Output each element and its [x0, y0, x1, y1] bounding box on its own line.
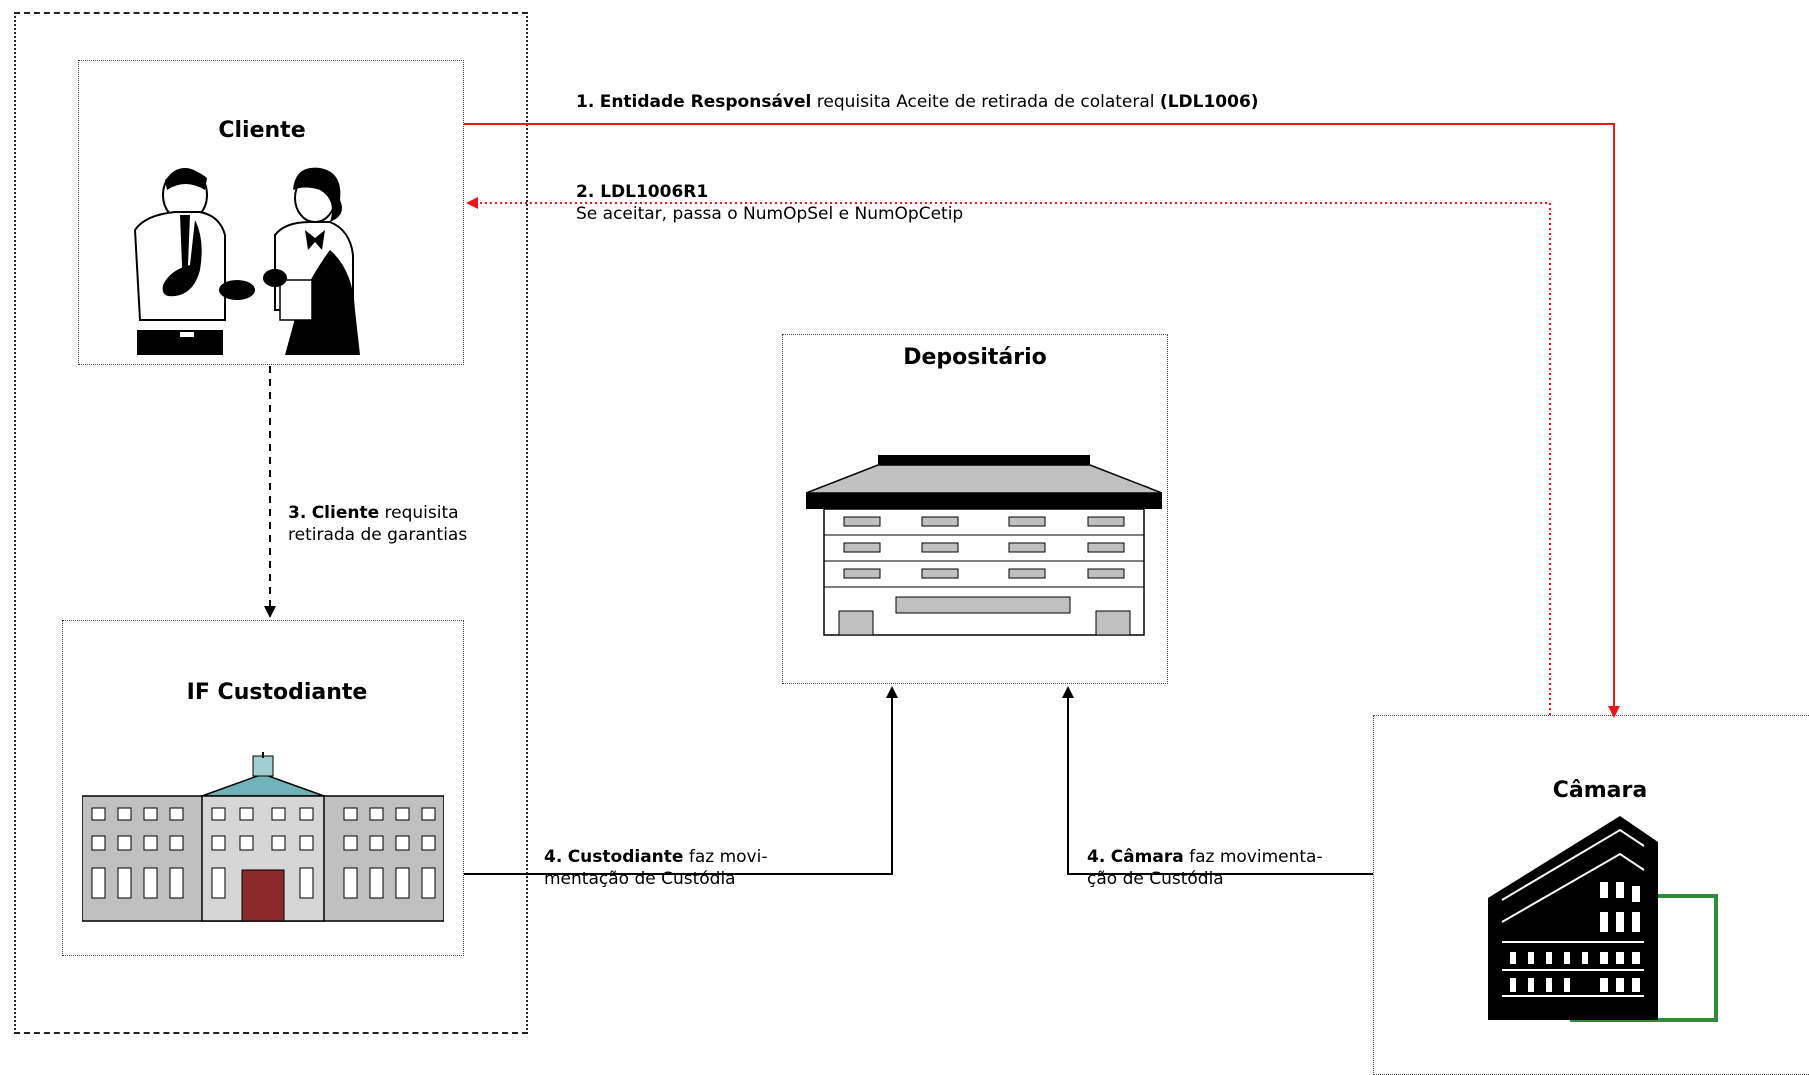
depositario-node: [782, 334, 1168, 684]
diagram-connectors: [264, 123, 1620, 875]
edge-step4b: [1062, 686, 1373, 875]
camara-title: Câmara: [1552, 778, 1648, 803]
edge-step1-label: 1. Entidade Responsável requisita Aceite…: [576, 92, 1259, 112]
depositario-title: Depositário: [903, 345, 1047, 370]
clearing-house-building-icon: [1488, 816, 1718, 1022]
edge-step4b-label: 4. Câmara faz movimenta-ção de Custódia: [1087, 847, 1323, 889]
custodian-building-icon: [82, 752, 444, 922]
cliente-title: Cliente: [218, 118, 306, 143]
depository-building-icon: [806, 455, 1162, 636]
custodiante-node: [62, 620, 464, 956]
cliente-node: [78, 60, 464, 365]
edge-step1: [464, 123, 1620, 718]
custodiante-title: IF Custodiante: [186, 680, 368, 705]
edge-step4a: [464, 686, 898, 875]
edge-step4a-label: 4. Custodiante faz movi-mentação de Cust…: [544, 847, 768, 889]
client-group-frame: [14, 12, 528, 1034]
handshake-people-icon: [133, 167, 360, 355]
edge-step2: [466, 197, 1551, 715]
